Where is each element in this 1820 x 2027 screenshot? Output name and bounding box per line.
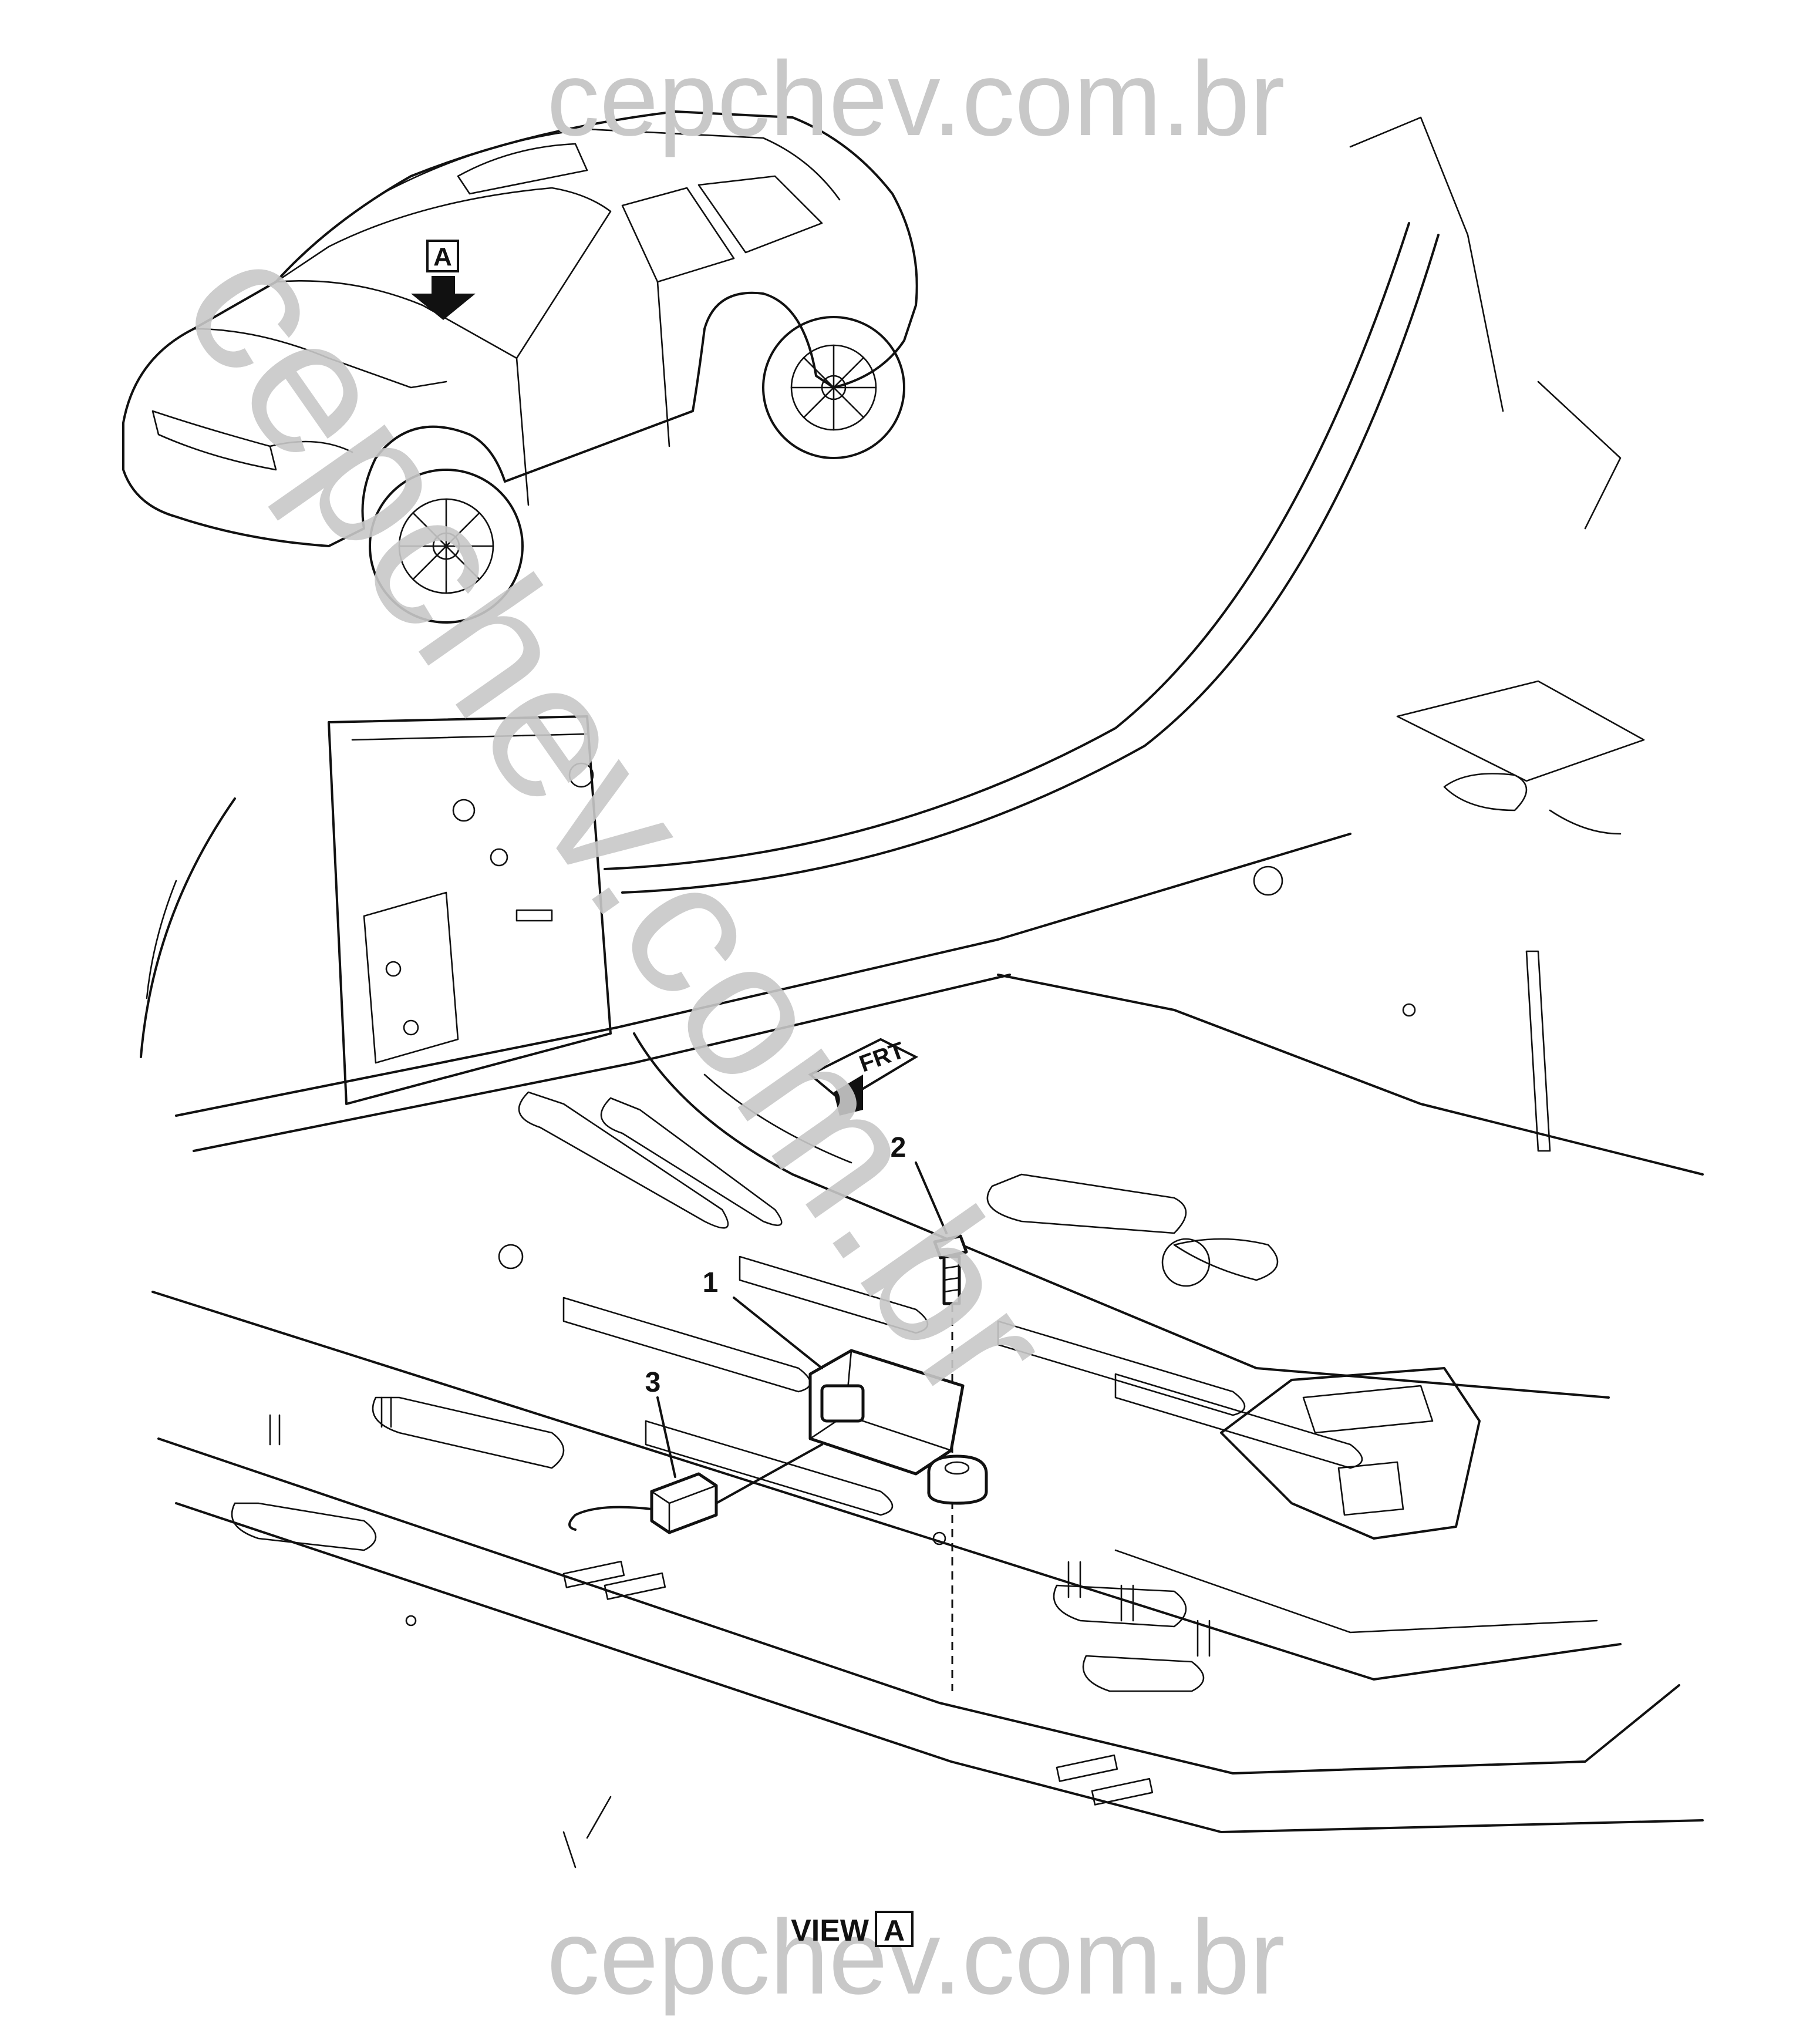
view-marker-label: A [433, 243, 452, 271]
watermark-diagonal: cepchev.com.br [141, 205, 1096, 1439]
callout-leaders [656, 1161, 948, 1478]
watermark-top: cepchev.com.br [547, 40, 1285, 158]
part-1-module [808, 1349, 988, 1505]
part-2-bolt [933, 1234, 968, 1305]
part-3-connector [568, 1443, 823, 1534]
rear-wheel [762, 316, 905, 459]
view-a-arrow: A [411, 240, 476, 320]
floor-structure [140, 116, 1704, 1868]
callout-3: 3 [645, 1367, 661, 1398]
front-wheel [369, 469, 524, 624]
caption-marker: A [884, 1914, 905, 1947]
watermark-bottom: cepchev.com.br [547, 1898, 1285, 2016]
callout-2: 2 [891, 1132, 906, 1163]
vehicle-overview: A [122, 110, 918, 624]
view-caption: VIEW A [791, 1911, 914, 1948]
callout-1: 1 [703, 1267, 719, 1298]
caption-prefix: VIEW [791, 1914, 869, 1948]
